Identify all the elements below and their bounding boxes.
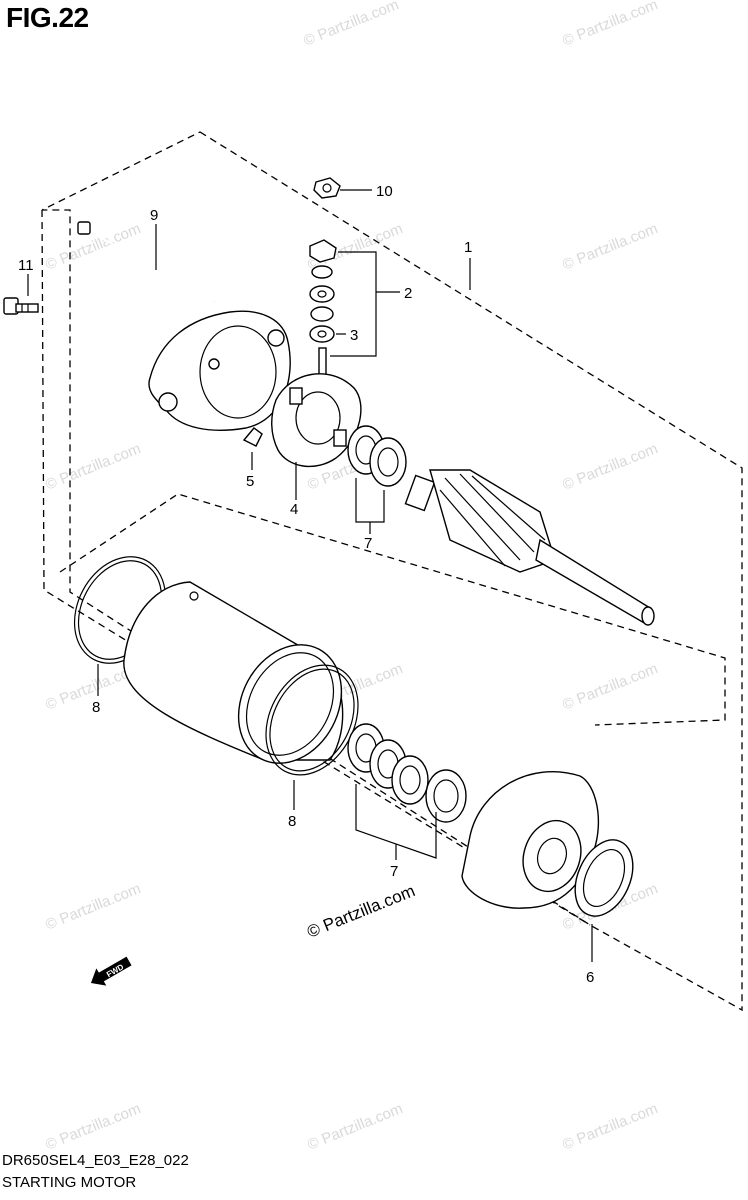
callout-7-lower: 7 [390, 863, 398, 880]
washers-upper [347, 425, 407, 487]
short-bolt-part [3, 297, 39, 315]
watermark: © Partzilla.com [560, 1100, 660, 1154]
yoke-housing-part [123, 581, 344, 764]
callout-1: 1 [464, 239, 472, 256]
nut-part-10 [313, 177, 341, 199]
leader-lines [27, 189, 593, 962]
watermark: © Partzilla.com [301, 0, 401, 50]
figure-code: DR650SEL4_E03_E28_022 [2, 1152, 189, 1169]
callout-8-left: 8 [92, 699, 100, 716]
armature-part [404, 469, 655, 626]
watermark: © Partzilla.com [43, 1100, 143, 1154]
fwd-arrow-icon: FWD [90, 956, 132, 986]
long-bolt-part [77, 221, 215, 304]
callout-11: 11 [18, 257, 34, 274]
watermark: © Partzilla.com [560, 0, 660, 50]
figure-caption: STARTING MOTOR [2, 1174, 137, 1191]
callout-2: 2 [404, 285, 412, 302]
brush-holder-part [271, 373, 362, 468]
callout-7-upper: 7 [364, 535, 372, 552]
terminal-hardware-stack [309, 239, 337, 377]
figure-title: FIG.22 [6, 2, 89, 33]
watermark: © Partzilla.com [43, 220, 143, 274]
oil-seal-ring-part [574, 839, 634, 917]
washers-lower [347, 723, 467, 823]
front-cover-part [461, 771, 600, 909]
center-copyright: © Partzilla.com [304, 881, 417, 942]
callout-10: 10 [376, 183, 393, 200]
watermark: © Partzilla.com [560, 440, 660, 494]
watermark: © Partzilla.com [43, 440, 143, 494]
clip-part-5 [242, 427, 263, 447]
callout-9: 9 [150, 207, 158, 224]
watermark: © Partzilla.com [560, 660, 660, 714]
watermark: © Partzilla.com [560, 220, 660, 274]
assembly-boundary-inner [41, 209, 591, 926]
callout-3: 3 [350, 327, 358, 344]
inner-boundary [59, 493, 726, 726]
watermark: © Partzilla.com [43, 880, 143, 934]
callout-4: 4 [290, 501, 298, 518]
callout-4-fallback: 5 [246, 473, 254, 490]
watermark: © Partzilla.com [305, 1100, 405, 1154]
callout-8-right: 8 [288, 813, 296, 830]
callout-6: 6 [586, 969, 594, 986]
rear-cover-part [148, 310, 291, 431]
